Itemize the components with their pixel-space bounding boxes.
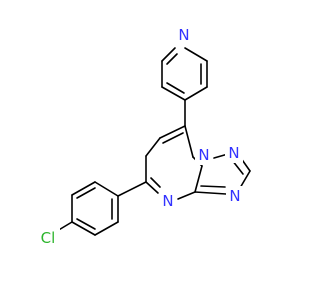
bond — [76, 218, 96, 230]
bond — [184, 47, 208, 62]
bond — [71, 221, 96, 236]
bond — [166, 53, 178, 65]
bond — [200, 185, 226, 188]
atom-label: Cl — [41, 229, 56, 247]
bond — [117, 181, 147, 197]
bond — [161, 86, 186, 101]
bond — [194, 191, 227, 195]
bond — [94, 181, 119, 197]
bond — [162, 132, 184, 144]
bond — [145, 181, 159, 194]
atom-label: N — [198, 146, 209, 164]
atom-labels: N N N N N Cl — [36, 25, 244, 248]
bond — [177, 191, 196, 200]
atom-label: N — [229, 187, 240, 205]
bond — [76, 187, 96, 199]
triazole-nitrogen-2: N — [225, 143, 243, 163]
bonds — [56, 47, 251, 236]
atom-label: N — [162, 192, 173, 210]
bond — [71, 181, 96, 196]
bond — [184, 125, 194, 158]
bond — [145, 137, 161, 157]
structure-svg: N N N N N Cl — [36, 25, 251, 248]
bond — [161, 47, 176, 62]
bond — [166, 82, 185, 94]
pyridine-nitrogen: N — [175, 25, 194, 45]
bond — [194, 165, 203, 193]
bond — [239, 170, 251, 189]
bond — [94, 221, 119, 236]
bond — [184, 86, 208, 101]
atom-label: N — [178, 26, 189, 44]
bridgehead-nitrogen: N — [195, 145, 213, 165]
bond — [159, 125, 186, 139]
pyrimidine-nitrogen: N — [159, 191, 177, 211]
molecule-diagram: N N N N N Cl — [36, 25, 251, 248]
triazole-nitrogen-4: N — [226, 186, 244, 206]
chlorine-atom: Cl — [36, 228, 60, 248]
atom-label: N — [228, 144, 239, 162]
bond — [150, 177, 161, 188]
